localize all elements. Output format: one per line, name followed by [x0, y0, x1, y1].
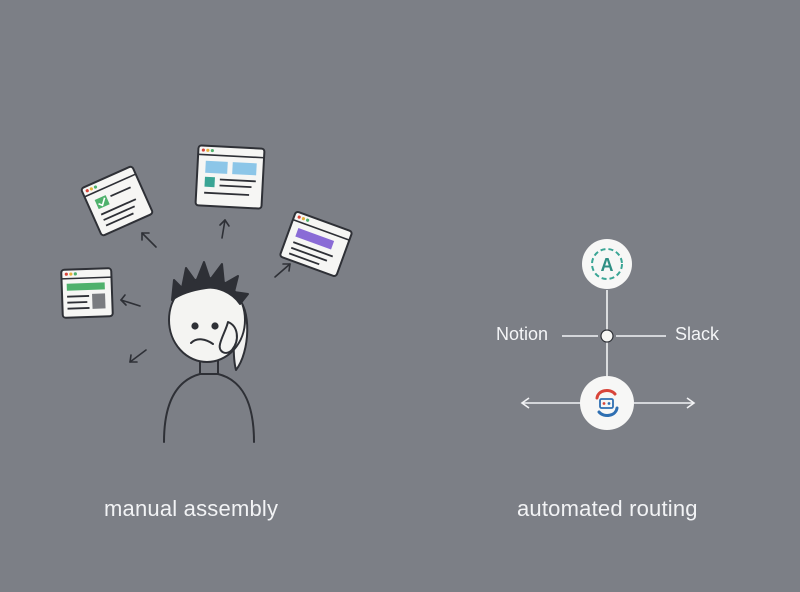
- manual-assembly-caption: manual assembly: [104, 496, 279, 521]
- arrow-left: [520, 397, 582, 409]
- eye-right: [211, 322, 219, 330]
- ai-hub-icon: [591, 248, 623, 280]
- arrow-down-left: [129, 349, 147, 363]
- arrow-right: [634, 397, 696, 409]
- arrow-to-card-layout: [219, 219, 230, 239]
- router-node: [580, 376, 634, 430]
- stressed-person-figure: [163, 261, 255, 443]
- arrow-to-card-check: [141, 232, 157, 248]
- ai-hub-letter: A: [601, 255, 614, 275]
- router-sync-icon: [595, 389, 619, 417]
- slack-label: Slack: [675, 324, 720, 344]
- manual-assembly-illustration: [60, 144, 353, 443]
- browser-window-card-check: [80, 165, 154, 237]
- browser-window-card-green: [60, 267, 114, 319]
- automated-routing-caption: automated routing: [517, 496, 698, 521]
- browser-window-card-layout: [194, 144, 266, 210]
- eye-left: [191, 322, 199, 330]
- ai-hub-node: A: [582, 239, 632, 289]
- notion-label: Notion: [496, 324, 549, 344]
- arrow-to-card-purple: [274, 263, 291, 278]
- check-icon: [98, 197, 106, 207]
- browser-window-card-purple: [279, 211, 353, 277]
- junction-dot: [600, 329, 614, 343]
- arrow-to-card-green: [120, 294, 141, 307]
- automated-routing-diagram: A: [520, 239, 696, 430]
